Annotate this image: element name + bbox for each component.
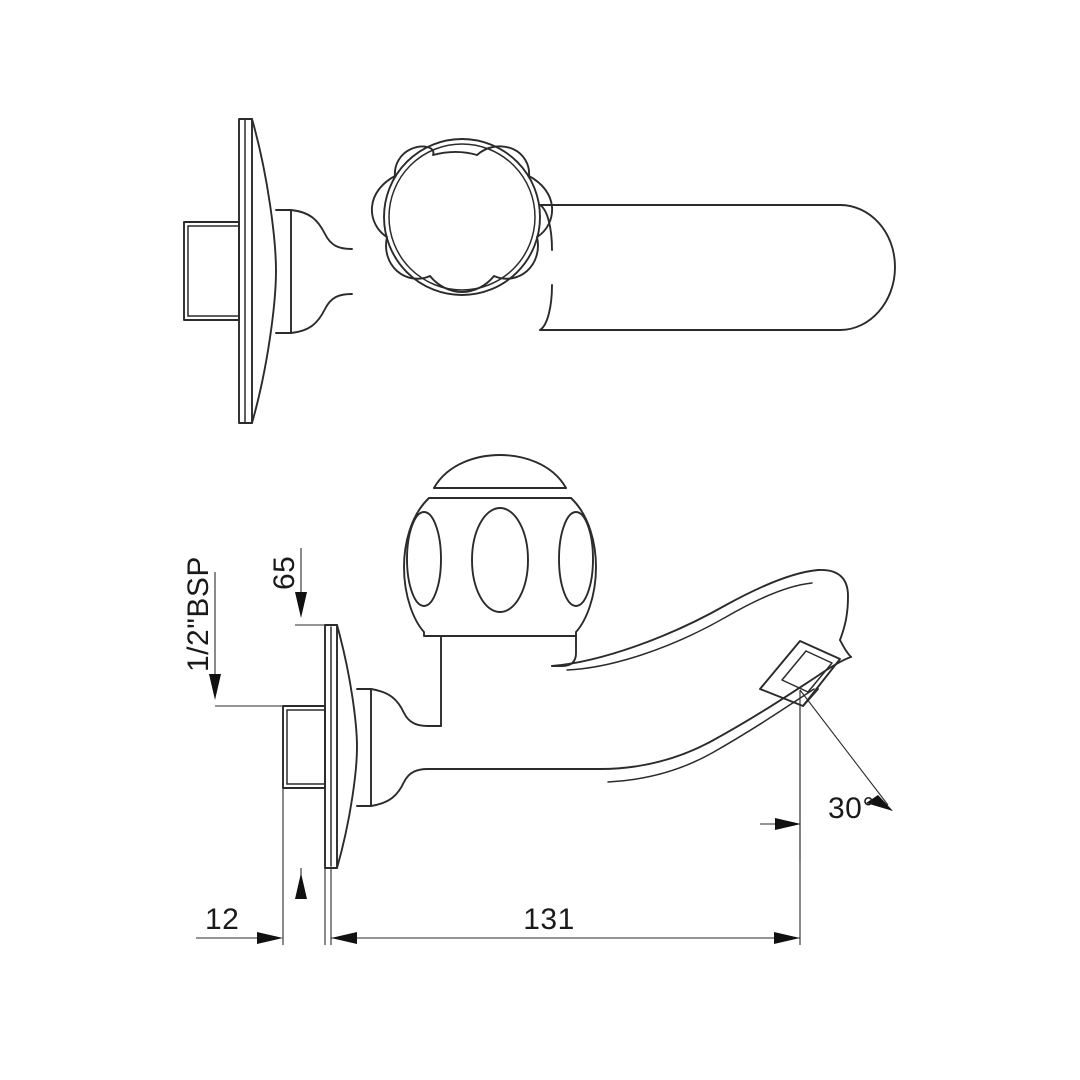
side-view-knob-body bbox=[403, 454, 597, 637]
top-view-lever-handle bbox=[539, 204, 896, 331]
dimension-flange-height-label: 65 bbox=[268, 556, 301, 590]
dimension-outlet-angle-label: 30° bbox=[828, 792, 875, 825]
dimension-projection-short-label: 12 bbox=[205, 903, 239, 936]
side-view-faucet-body bbox=[356, 635, 601, 807]
top-view-group bbox=[183, 118, 896, 424]
side-view-spout-lower bbox=[599, 656, 852, 783]
dimension-thread-label: 1/2"BSP bbox=[182, 556, 215, 672]
dimension-flange-height: 65 bbox=[268, 548, 325, 899]
dimension-thread-callout: 1/2"BSP bbox=[182, 556, 283, 707]
top-view-wall-flange bbox=[238, 118, 277, 424]
dimension-projection-short: 12 bbox=[196, 788, 326, 945]
dimension-outlet-angle: 30° bbox=[760, 689, 893, 862]
top-view-bsp-nipple bbox=[183, 221, 240, 321]
top-view-body-boss bbox=[275, 209, 353, 334]
side-view-group bbox=[282, 454, 852, 869]
dimension-spout-reach-label: 131 bbox=[523, 903, 575, 936]
side-view-aerator-outlet bbox=[759, 640, 841, 707]
side-view-wall-flange bbox=[324, 624, 358, 869]
top-view-lobed-knob bbox=[370, 138, 554, 296]
side-view-spout-upper bbox=[551, 569, 852, 671]
side-view-bsp-nipple bbox=[282, 705, 326, 789]
